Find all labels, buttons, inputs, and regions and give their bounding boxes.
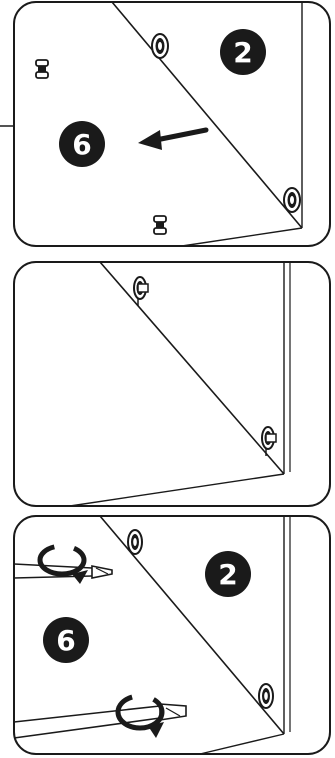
cam-lock-icon	[128, 530, 142, 554]
svg-text:2: 2	[218, 558, 237, 591]
panel-frame	[14, 262, 330, 506]
step-badge-6: 6	[59, 121, 105, 167]
rotate-arrow-icon	[118, 696, 164, 738]
step-panel-2	[0, 258, 335, 510]
step-badge-2: 2	[220, 29, 266, 75]
panel-1-illustration: 6 2	[0, 0, 335, 250]
panel-2-illustration	[0, 258, 335, 510]
step-badge-6: 6	[43, 617, 89, 663]
cam-lock-icon	[152, 34, 168, 58]
dowel-pin-icon	[154, 216, 166, 234]
cam-lock-icon	[259, 684, 273, 708]
board-edge-bottom	[70, 474, 284, 506]
cam-lock-icon	[284, 188, 300, 212]
svg-text:6: 6	[56, 624, 75, 657]
board-edge-diagonal	[112, 2, 302, 228]
panel-3-illustration: 6 2	[0, 512, 335, 758]
cam-lock-icon	[134, 277, 148, 306]
direction-arrow-icon	[138, 130, 206, 150]
panel-frame	[14, 2, 330, 246]
svg-text:6: 6	[72, 128, 91, 161]
dowel-pin-icon	[36, 60, 48, 78]
board-edge-diagonal	[100, 262, 284, 474]
board-edge-bottom	[200, 734, 284, 754]
svg-text:2: 2	[233, 36, 252, 69]
board-edge-bottom	[182, 228, 302, 246]
step-panel-1: 6 2	[0, 0, 335, 250]
step-badge-2: 2	[205, 551, 251, 597]
step-panel-3: 6 2	[0, 512, 335, 758]
